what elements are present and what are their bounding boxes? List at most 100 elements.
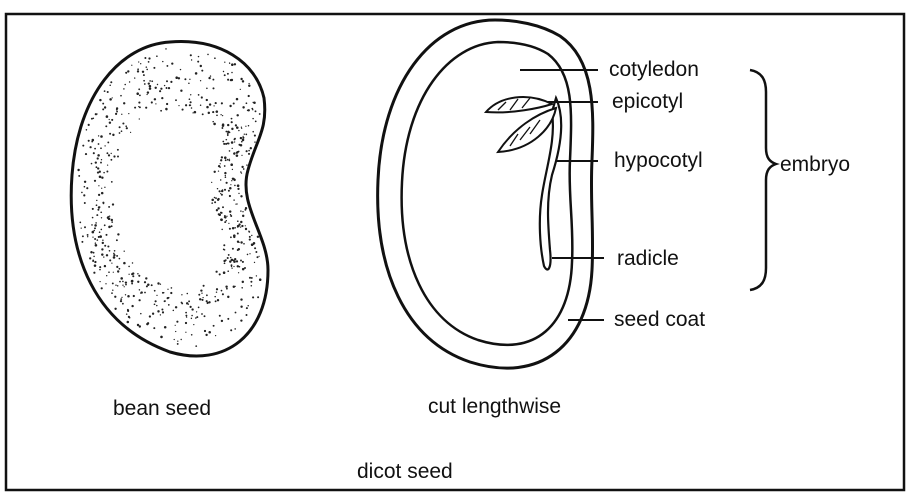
speckle-dot bbox=[157, 310, 159, 312]
speckle-dot bbox=[157, 282, 159, 284]
speckle-dot bbox=[242, 106, 244, 108]
speckle-dot bbox=[84, 202, 86, 204]
speckle-dot bbox=[144, 83, 146, 85]
speckle-dot bbox=[170, 292, 172, 294]
speckle-dot bbox=[117, 233, 119, 235]
speckle-dot bbox=[122, 303, 124, 305]
speckle-dot bbox=[230, 214, 231, 215]
speckle-dot bbox=[137, 68, 139, 70]
speckle-dot bbox=[248, 85, 250, 87]
speckle-dot bbox=[145, 277, 147, 279]
speckle-dot bbox=[101, 253, 103, 255]
speckle-dot bbox=[237, 188, 239, 190]
speckle-dot bbox=[140, 63, 141, 64]
speckle-dot bbox=[81, 227, 82, 228]
speckle-dot bbox=[146, 94, 147, 95]
speckle-dot bbox=[257, 256, 259, 258]
speckle-dot bbox=[221, 194, 223, 196]
speckle-dot bbox=[125, 281, 127, 283]
speckle-dot bbox=[238, 193, 239, 194]
speckle-dot bbox=[107, 164, 108, 165]
speckle-dot bbox=[174, 339, 175, 340]
speckle-dot bbox=[195, 345, 197, 347]
speckle-dot bbox=[146, 66, 148, 68]
speckle-dot bbox=[125, 125, 127, 127]
speckle-dot bbox=[109, 215, 110, 216]
speckle-dot bbox=[128, 266, 130, 268]
speckle-dot bbox=[154, 303, 156, 305]
speckle-dot bbox=[170, 81, 172, 83]
speckle-dot bbox=[229, 159, 230, 160]
speckle-dot bbox=[215, 335, 216, 336]
speckle-dot bbox=[208, 77, 210, 79]
speckle-dot bbox=[238, 242, 239, 243]
speckle-dot bbox=[120, 298, 122, 300]
speckle-dot bbox=[227, 133, 229, 135]
speckle-dot bbox=[247, 254, 249, 256]
speckle-dot bbox=[233, 286, 235, 288]
label-cotyledon: cotyledon bbox=[609, 59, 699, 80]
speckle-dot bbox=[242, 139, 245, 142]
speckle-dot bbox=[255, 121, 257, 123]
speckle-dot bbox=[221, 127, 223, 129]
speckle-dot bbox=[224, 156, 227, 159]
speckle-dot bbox=[208, 112, 210, 114]
speckle-dot bbox=[234, 141, 235, 142]
speckle-dot bbox=[220, 212, 222, 214]
speckle-dot bbox=[233, 102, 235, 104]
speckle-dot bbox=[101, 159, 102, 160]
speckle-dot bbox=[93, 256, 95, 258]
speckle-dot bbox=[149, 80, 151, 82]
speckle-dot bbox=[162, 61, 163, 62]
speckle-dot bbox=[127, 321, 130, 324]
speckle-dot bbox=[250, 147, 252, 149]
speckle-dot bbox=[110, 81, 112, 83]
speckle-dot bbox=[99, 171, 101, 173]
speckle-dot bbox=[153, 327, 155, 329]
speckle-dot bbox=[101, 217, 102, 218]
speckle-dot bbox=[259, 113, 261, 115]
speckle-dot bbox=[143, 80, 145, 82]
speckle-dot bbox=[252, 102, 253, 103]
speckle-dot bbox=[111, 119, 113, 121]
speckle-dot bbox=[189, 98, 191, 100]
speckle-dot bbox=[227, 296, 229, 298]
speckle-dot bbox=[115, 113, 117, 115]
speckle-dot bbox=[252, 296, 254, 298]
speckle-dot bbox=[193, 324, 194, 325]
speckle-dot bbox=[164, 326, 167, 329]
speckle-dot bbox=[102, 240, 103, 241]
speckle-dot bbox=[101, 192, 104, 195]
speckle-dot bbox=[81, 241, 83, 243]
speckle-dot bbox=[212, 121, 214, 123]
speckle-dot bbox=[241, 155, 242, 156]
speckle-dot bbox=[202, 297, 203, 298]
speckle-dot bbox=[215, 197, 217, 199]
speckle-dot bbox=[206, 300, 208, 302]
speckle-dot bbox=[168, 304, 170, 306]
speckle-dot bbox=[199, 298, 201, 300]
speckle-dot bbox=[177, 343, 179, 345]
speckle-dot bbox=[214, 197, 216, 199]
speckle-dot bbox=[175, 325, 176, 326]
speckle-dot bbox=[134, 77, 135, 78]
speckle-dot bbox=[233, 152, 235, 154]
speckle-dot bbox=[252, 118, 253, 119]
speckle-dot bbox=[100, 162, 102, 164]
speckle-dot bbox=[111, 292, 113, 294]
speckle-dot bbox=[89, 146, 91, 148]
speckle-dot bbox=[216, 291, 217, 292]
diagram-title: dicot seed bbox=[357, 461, 453, 482]
speckle-dot bbox=[112, 289, 113, 290]
speckle-dot bbox=[213, 325, 215, 327]
speckle-dot bbox=[128, 274, 129, 275]
speckle-dot bbox=[114, 296, 116, 298]
speckle-dot bbox=[79, 222, 81, 224]
speckle-dot bbox=[238, 272, 239, 273]
speckle-dot bbox=[191, 308, 193, 310]
speckle-dot bbox=[245, 134, 247, 136]
speckle-dot bbox=[248, 83, 249, 84]
speckle-dot bbox=[109, 133, 111, 135]
speckle-dot bbox=[245, 225, 246, 226]
speckle-dot bbox=[257, 296, 259, 298]
